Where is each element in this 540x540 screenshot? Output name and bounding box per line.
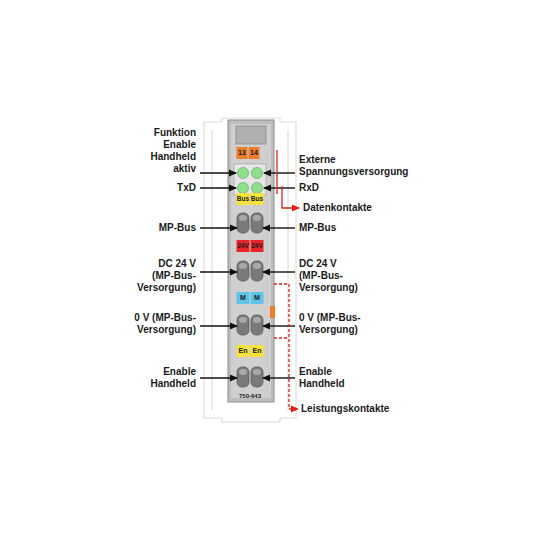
terminal-marking: 13 <box>238 149 246 157</box>
callout-label: 0 V (MP-Bus-Versorgung) <box>299 312 361 336</box>
signal-name: RxD <box>299 182 319 194</box>
terminal-marking: M <box>240 294 246 302</box>
part-number: 750-643 <box>239 393 261 400</box>
callout-label: DC 24 V (MP-Bus-Versorgung) <box>299 258 361 294</box>
signal-name: TxD <box>177 182 196 194</box>
terminal-marking: 24V <box>237 242 249 250</box>
terminal-marking: Bus <box>237 195 249 203</box>
callout-label: Enable Handheld <box>299 366 354 390</box>
callout-label: Enable Handheld <box>141 366 196 390</box>
callout-label: 0 V (MP-Bus-Versorgung) <box>134 312 196 336</box>
callout-label: Externe Spannungsversorgung <box>299 154 424 178</box>
terminal-marking: M <box>254 294 260 302</box>
callout-label: Leistungskontakte <box>301 403 389 415</box>
terminal-marking: 14 <box>250 149 258 157</box>
signal-name: MP-Bus <box>159 222 196 234</box>
terminal-marking: En <box>253 347 262 355</box>
terminal-marking: En <box>239 347 248 355</box>
callout-label: Funktion Enable Handheld aktiv <box>136 127 196 175</box>
terminal-marking: 24V <box>251 242 263 250</box>
terminal-marking: Bus <box>251 195 263 203</box>
signal-name: MP-Bus <box>299 222 336 234</box>
callout-label: Datenkontakte <box>303 202 372 214</box>
callout-label: DC 24 V (MP-Bus-Versorgung) <box>134 258 196 294</box>
